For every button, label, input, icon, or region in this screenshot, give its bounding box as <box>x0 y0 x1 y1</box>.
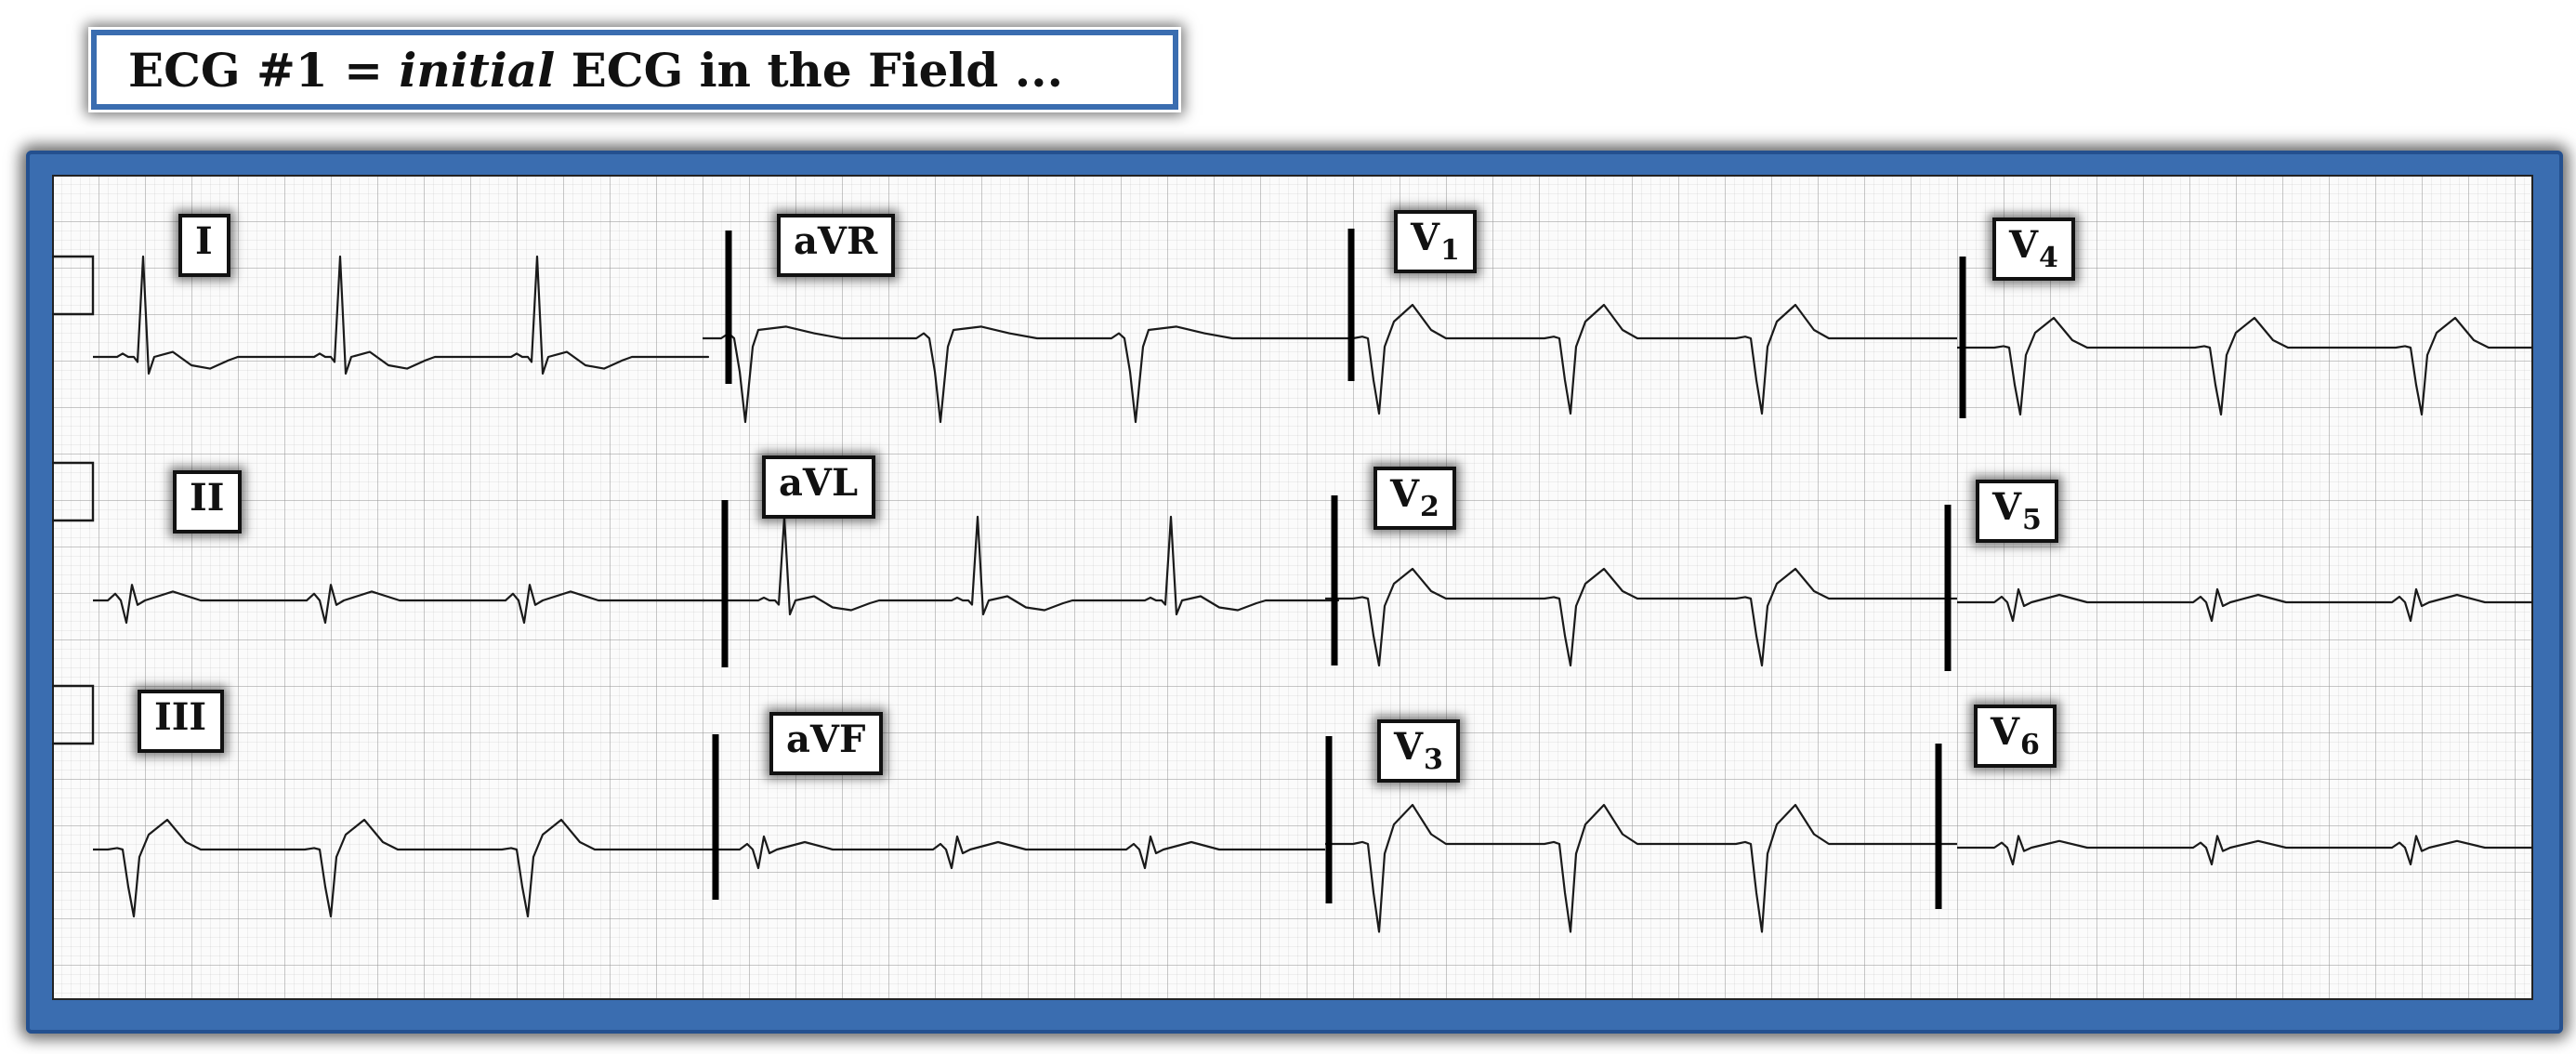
ecg-traces <box>52 229 2533 933</box>
lead-name: V <box>1992 485 2022 529</box>
lead-sub: 1 <box>1440 234 1460 267</box>
trace-lead-iii <box>93 818 703 918</box>
calibration-pulse-row1 <box>52 255 95 316</box>
trace-lead-v3 <box>1325 803 1957 933</box>
lead-label-v5: V5 <box>1976 480 2058 543</box>
trace-lead-v4 <box>1957 316 2533 416</box>
trace-lead-v6 <box>1957 835 2533 866</box>
lead-label-avl: aVL <box>762 455 876 519</box>
trace-lead-v5 <box>1957 587 2533 623</box>
lead-label-iii: III <box>138 690 225 753</box>
trace-lead-avl <box>703 515 1340 616</box>
trace-lead-v2 <box>1325 567 1957 667</box>
lead-name: aVL <box>779 461 859 505</box>
ecg-paper: I aVR V1 V4 II aVL V2 V5 III aVF V3 V6 <box>52 175 2533 1000</box>
lead-sub: 2 <box>1420 491 1439 523</box>
trace-lead-avr <box>703 325 1325 424</box>
lead-label-v6: V6 <box>1974 705 2057 768</box>
trace-lead-avf <box>703 835 1325 870</box>
lead-name: aVR <box>794 219 878 263</box>
lead-sub: 4 <box>2039 242 2058 274</box>
lead-sub: 6 <box>2020 729 2040 761</box>
title-prefix: ECG #1 = <box>128 42 383 98</box>
ecg-title: ECG #1 = initial ECG in the Field ... <box>91 30 1178 110</box>
lead-label-v3: V3 <box>1377 719 1460 783</box>
lead-label-v1: V1 <box>1394 210 1477 273</box>
title-suffix: ECG in the Field ... <box>571 42 1063 98</box>
lead-name: V <box>2009 223 2039 267</box>
lead-label-v2: V2 <box>1373 467 1456 530</box>
lead-name: aVF <box>786 718 866 761</box>
title-emphasis: initial <box>399 42 556 98</box>
lead-name: I <box>195 219 213 263</box>
lead-name: III <box>154 695 207 739</box>
lead-sub: 3 <box>1424 744 1443 776</box>
lead-sub: 5 <box>2022 504 2042 536</box>
lead-label-avf: aVF <box>769 712 884 775</box>
lead-name: V <box>1991 710 2020 754</box>
trace-lead-i <box>93 255 710 375</box>
lead-label-ii: II <box>173 470 243 534</box>
lead-name: V <box>1411 216 1440 259</box>
lead-label-avr: aVR <box>777 214 896 277</box>
lead-label-v4: V4 <box>1992 217 2075 281</box>
calibration-pulse-row2 <box>52 461 95 522</box>
trace-lead-v1 <box>1325 303 1957 415</box>
trace-lead-ii <box>93 584 706 625</box>
lead-name: V <box>1394 725 1424 769</box>
calibration-pulse-row3 <box>52 684 95 745</box>
lead-name: II <box>190 476 225 520</box>
lead-name: V <box>1390 472 1420 516</box>
lead-label-i: I <box>178 214 230 277</box>
